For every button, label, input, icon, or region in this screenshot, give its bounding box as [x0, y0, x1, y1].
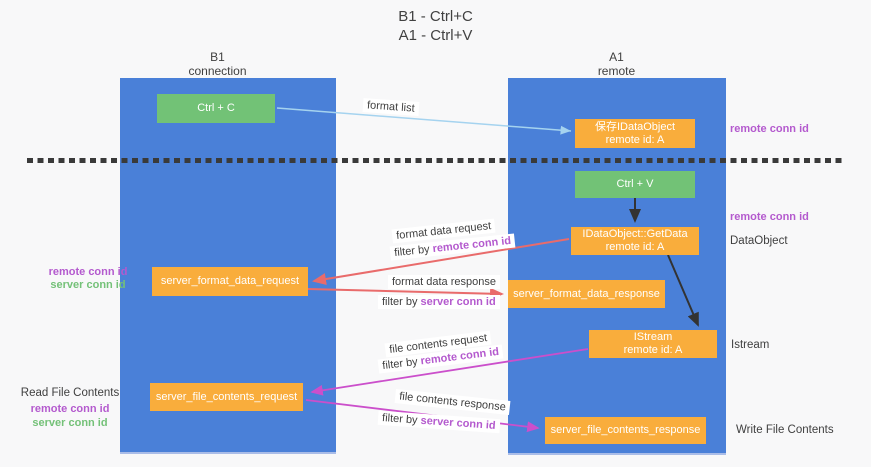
node-server-format-data-request: server_format_data_request: [152, 267, 308, 296]
lane-header-b1: B1 connection: [110, 50, 325, 78]
node-file-response-label: server_file_contents_response: [550, 424, 701, 436]
node-save-idataobject: 保存IDataObject remote id: A: [575, 119, 695, 148]
node-format-response-label: server_format_data_response: [513, 287, 660, 300]
lane-b1-subtitle: connection: [188, 64, 247, 78]
diagram-title: B1 - Ctrl+C A1 - Ctrl+V: [0, 7, 871, 45]
side-label-read-file-contents: Read File Contents: [20, 387, 120, 399]
side-label-istream: Istream: [731, 339, 770, 351]
side-label-left-remote-conn-id: remote conn id: [48, 266, 128, 278]
node-getdata-line2: remote id: A: [605, 241, 665, 253]
node-ctrl-c: Ctrl + C: [157, 94, 275, 123]
node-server-file-contents-response: server_file_contents_response: [545, 417, 706, 444]
arrow-format-data-response: [307, 287, 504, 300]
node-ctrl-v: Ctrl + V: [575, 171, 695, 198]
side-label-bottom-server-conn-id: server conn id: [32, 417, 108, 429]
lane-a1-subtitle: remote: [597, 64, 636, 78]
side-label-dataobject: DataObject: [730, 235, 788, 247]
arrow-getdata-to-istream: [667, 254, 699, 327]
side-label-left-server-conn-id: server conn id: [50, 279, 126, 291]
side-label-write-file-contents: Write File Contents: [736, 424, 834, 436]
arrow-format-list: [276, 107, 572, 135]
lane-header-a1: A1 remote: [508, 50, 725, 78]
diagram-title-line2: A1 - Ctrl+V: [398, 27, 473, 44]
server-conn-id-text: server conn id: [420, 296, 496, 308]
diagram-title-line1: B1 - Ctrl+C: [398, 8, 473, 25]
edge-label-filter-server-1: filter by server conn id: [378, 295, 500, 309]
node-istream-line2: remote id: A: [623, 344, 683, 356]
node-file-request-label: server_file_contents_request: [155, 390, 298, 403]
node-getdata-line1: IDataObject::GetData: [582, 228, 688, 240]
node-server-format-data-response: server_format_data_response: [508, 280, 665, 308]
node-ctrl-c-label: Ctrl + C: [197, 102, 235, 114]
filter-by-text: filter by: [393, 243, 434, 260]
lane-a1-title: A1: [609, 50, 624, 64]
node-ctrl-v-label: Ctrl + V: [616, 178, 654, 190]
node-save-line2: remote id: A: [605, 133, 665, 146]
node-istream: IStream remote id: A: [589, 330, 717, 358]
node-format-request-label: server_format_data_request: [160, 275, 300, 287]
node-istream-line1: IStream: [633, 331, 673, 343]
node-server-file-contents-request: server_file_contents_request: [150, 383, 303, 411]
edge-label-format-data-response: format data response: [388, 275, 500, 289]
filter-by-text: filter by: [382, 296, 421, 308]
node-idataobject-getdata: IDataObject::GetData remote id: A: [571, 227, 699, 255]
side-label-remote-conn-id-mid: remote conn id: [730, 211, 809, 223]
arrow-format-data-request: [312, 238, 570, 285]
side-label-remote-conn-id-top: remote conn id: [730, 123, 809, 135]
side-label-bottom-remote-conn-id: remote conn id: [30, 403, 110, 415]
arrow-file-contents-request: [310, 348, 589, 396]
node-save-line1: 保存IDataObject: [594, 120, 676, 133]
filter-by-text: filter by: [381, 412, 421, 427]
lane-b1-title: B1: [210, 50, 225, 64]
